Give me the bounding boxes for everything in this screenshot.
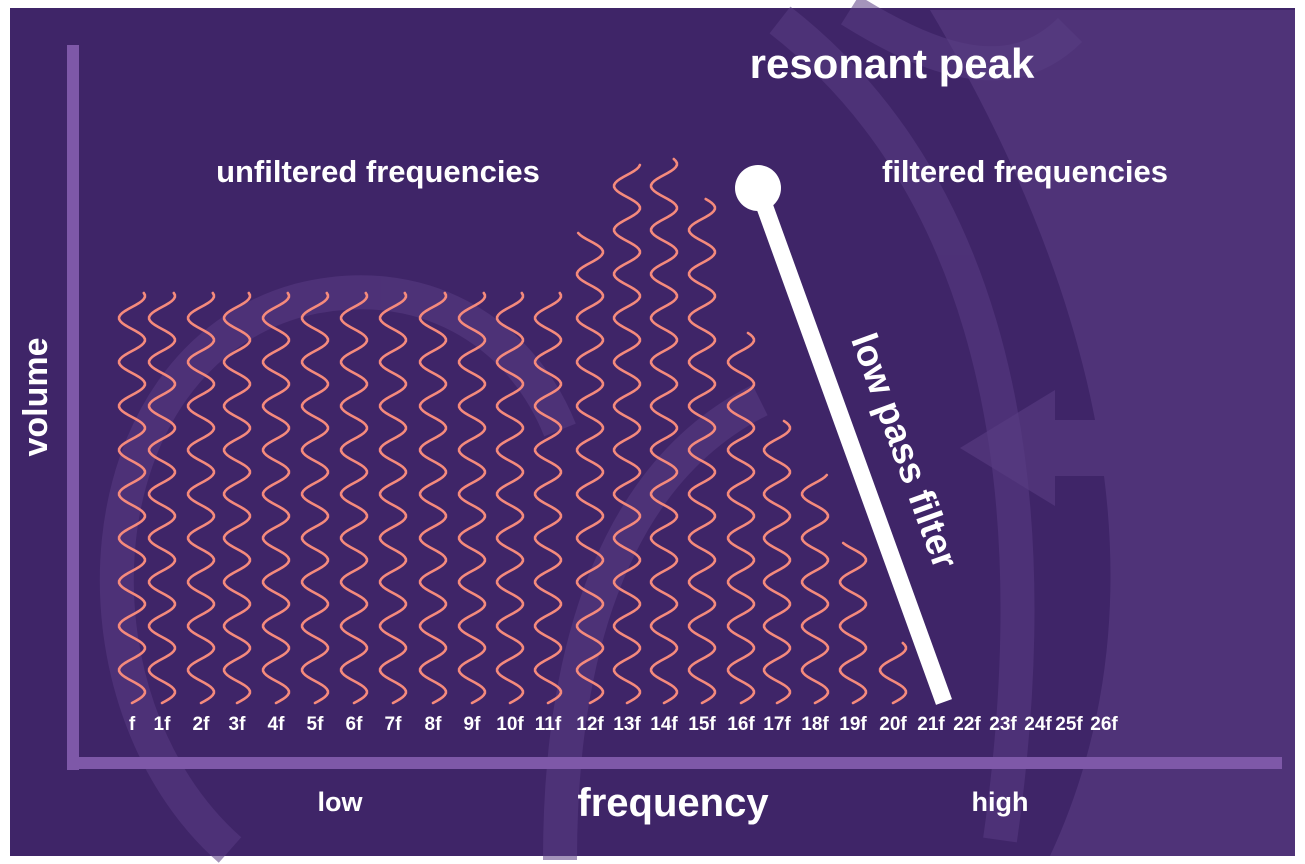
frequency-tick-label: 15f (688, 714, 716, 735)
x-axis-label: frequency (577, 781, 769, 825)
y-axis-line (67, 45, 79, 770)
decor-curve-right (769, 6, 1035, 843)
frequency-tick-label: 9f (464, 714, 482, 735)
frequency-tick-label: 20f (879, 714, 907, 735)
harmonic-wave (726, 331, 756, 705)
frequency-tick-label: 23f (989, 714, 1017, 735)
harmonic-wave (339, 291, 369, 705)
harmonic-wave (878, 641, 908, 705)
harmonic-wave (418, 291, 448, 705)
frequency-tick-label: 8f (425, 714, 443, 735)
harmonic-wave (261, 291, 291, 705)
frequency-tick-label: 22f (953, 714, 981, 735)
frequency-tick-label: 14f (650, 714, 678, 735)
frequency-tick-label: 11f (535, 714, 562, 735)
harmonic-wave (575, 231, 605, 705)
harmonic-wave (495, 291, 525, 705)
frequency-tick-label: 10f (496, 714, 524, 735)
harmonic-wave (649, 157, 679, 705)
harmonic-wave (147, 291, 177, 705)
harmonic-wave (838, 541, 868, 705)
frequency-tick-label: 18f (801, 714, 829, 735)
frequency-tick-label: f (129, 714, 136, 735)
low-pass-filter-line (750, 185, 952, 705)
harmonic-wave (533, 291, 563, 705)
frequency-tick-label: 13f (613, 714, 641, 735)
harmonic-waves (117, 157, 908, 705)
resonant-peak-label: resonant peak (750, 40, 1035, 87)
filter-cutoff-knob (735, 165, 781, 211)
frequency-tick-label: 25f (1055, 714, 1083, 735)
frequency-tick-label: 17f (763, 714, 791, 735)
frequency-tick-label: 19f (839, 714, 867, 735)
harmonic-wave (117, 291, 147, 705)
harmonic-wave (378, 291, 408, 705)
frequency-tick-labels: f 1f 2f 3f 4f 5f 6f 7f 8f 9f 10f 11f 12f 13f 14f 15f 16f… (129, 714, 1119, 735)
harmonic-wave (457, 291, 487, 705)
frequency-tick-label: 1f (154, 714, 172, 735)
frequency-tick-label: 21f (917, 714, 945, 735)
harmonic-wave (222, 291, 252, 705)
frequency-tick-label: 24f (1024, 714, 1052, 735)
filtered-frequencies-label: filtered frequencies (882, 154, 1168, 189)
harmonic-wave (762, 419, 792, 705)
x-axis-low-label: low (318, 787, 364, 817)
frequency-tick-label: 4f (268, 714, 286, 735)
frequency-tick-label: 12f (576, 714, 604, 735)
frequency-tick-label: 3f (229, 714, 247, 735)
frequency-tick-label: 7f (385, 714, 403, 735)
harmonic-wave (300, 291, 330, 705)
y-axis-label: volume (17, 337, 55, 456)
harmonic-wave (612, 163, 642, 705)
frequency-tick-label: 6f (346, 714, 364, 735)
x-axis-line (67, 757, 1282, 769)
frequency-tick-label: 26f (1090, 714, 1118, 735)
harmonic-wave (687, 197, 717, 705)
harmonic-wave (800, 473, 830, 705)
arrow-left-icon (960, 390, 1163, 506)
unfiltered-frequencies-label: unfiltered frequencies (216, 154, 540, 189)
background-decoration-fills (930, 10, 1295, 856)
frequency-tick-label: 2f (193, 714, 211, 735)
frequency-tick-label: 16f (727, 714, 755, 735)
x-axis-high-label: high (972, 787, 1029, 817)
decor-curve-center (543, 384, 768, 861)
harmonic-wave (186, 291, 216, 705)
frequency-tick-label: 5f (307, 714, 325, 735)
